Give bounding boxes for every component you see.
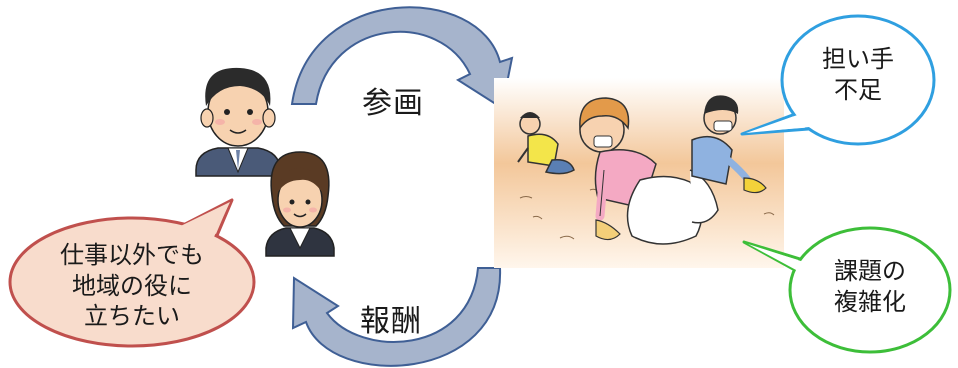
people-speech-line-1: 仕事以外でも bbox=[60, 241, 204, 269]
people-speech-line-2: 地域の役に bbox=[72, 271, 192, 300]
complexity-speech-bubble bbox=[742, 226, 952, 354]
top-curved-arrow bbox=[290, 6, 514, 110]
complexity-text: 課題の 複雑化 bbox=[808, 256, 932, 317]
shortage-text: 担い手 不足 bbox=[800, 44, 916, 105]
man-avatar bbox=[195, 67, 281, 177]
shortage-speech-bubble bbox=[740, 14, 936, 146]
cleanup-illustration bbox=[494, 78, 784, 268]
shortage-line-2: 不足 bbox=[834, 75, 882, 104]
woman-avatar bbox=[265, 151, 335, 257]
people-speech-text: 仕事以外でも 地域の役に 立ちたい bbox=[22, 240, 242, 332]
bottom-curved-arrow bbox=[291, 267, 502, 367]
people-speech-bubble bbox=[8, 198, 256, 348]
complexity-line-1: 課題の bbox=[834, 257, 906, 285]
people-speech-line-3: 立ちたい bbox=[84, 302, 180, 331]
shortage-line-1: 担い手 bbox=[822, 45, 894, 73]
complexity-line-2: 複雑化 bbox=[834, 287, 906, 316]
reward-label: 報酬 bbox=[360, 304, 422, 339]
participation-label: 参画 bbox=[362, 86, 424, 121]
